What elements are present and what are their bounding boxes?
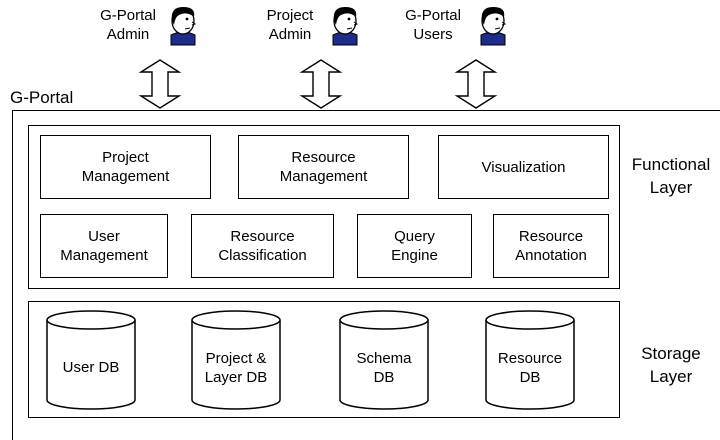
database-cylinder-icon <box>191 310 281 410</box>
resource-management-box: Resource Management <box>238 135 409 199</box>
double-arrow-icon <box>299 59 343 109</box>
database-cylinder-icon <box>485 310 575 410</box>
functional-layer-box <box>28 125 620 289</box>
schema-db-label: Schema DB <box>356 350 412 386</box>
double-arrow-icon <box>138 59 182 109</box>
portal-frame <box>12 110 720 440</box>
resource-annotation-box: Resource Annotation <box>493 214 609 278</box>
actor-label-gportal-admin: G-Portal Admin <box>100 7 156 43</box>
user-db-label: User DB <box>62 359 120 376</box>
storage-layer-box <box>28 301 620 418</box>
actor-label-gportal-users: G-Portal Users <box>405 7 461 43</box>
project-management-box: Project Management <box>40 135 211 199</box>
portal-title: G-Portal <box>10 88 74 107</box>
double-arrow-icon <box>454 59 498 109</box>
query-engine-box: Query Engine <box>357 214 472 278</box>
project-layer-db-label: Project & Layer DB <box>204 350 268 386</box>
person-icon <box>170 7 197 46</box>
visualization-box: Visualization <box>438 135 609 199</box>
person-icon <box>332 7 359 46</box>
database-cylinder-icon <box>46 310 136 410</box>
user-management-box: User Management <box>40 214 168 278</box>
storage-layer-label: Storage Layer <box>641 344 701 386</box>
actor-label-project-admin: Project Admin <box>266 7 314 43</box>
resource-classification-box: Resource Classification <box>191 214 334 278</box>
resource-db-label: Resource DB <box>497 350 563 386</box>
functional-layer-label: Functional Layer <box>631 155 711 197</box>
database-cylinder-icon <box>339 310 429 410</box>
person-icon <box>480 7 507 46</box>
